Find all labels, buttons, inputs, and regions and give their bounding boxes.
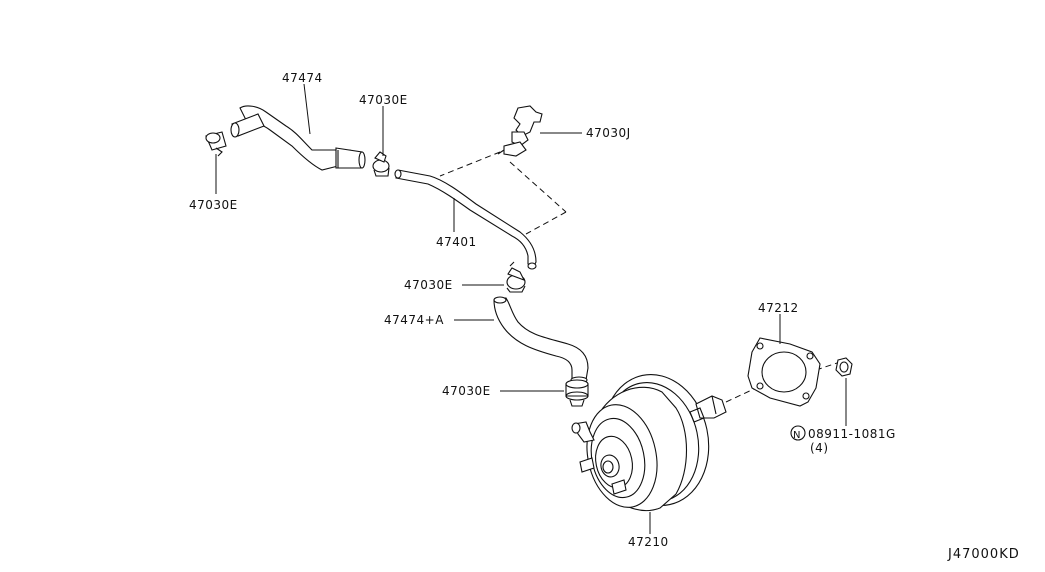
reference-lines [439, 151, 841, 403]
label-47210: 47210 [628, 535, 669, 549]
clamp-left-47030E[interactable] [205, 131, 227, 157]
label-47030E-lower: 47030E [442, 384, 491, 398]
brake-booster-47210[interactable] [571, 365, 727, 516]
nut-symbol: N [793, 430, 801, 441]
label-47030E-left: 47030E [189, 198, 238, 212]
diagram-code: J47000KD [947, 547, 1020, 562]
label-47474A: 47474+A [384, 313, 444, 327]
clamp-lower-47030E[interactable] [565, 379, 589, 407]
label-nut-qty: (4) [810, 441, 829, 455]
clip-47030J[interactable] [497, 105, 543, 157]
gasket-47212[interactable] [747, 337, 821, 407]
upper-hose-47474[interactable] [230, 105, 366, 171]
mid-hose-47401[interactable] [394, 169, 537, 270]
label-47030E-top: 47030E [359, 93, 408, 107]
label-47030E-mid: 47030E [404, 278, 453, 292]
lower-hose-47474A[interactable] [493, 296, 589, 384]
label-47212: 47212 [758, 301, 799, 315]
clamp-mid-47030E[interactable] [506, 261, 526, 293]
label-08911-1081G: 08911-1081G [808, 427, 896, 441]
nut-08911-1081G[interactable] [835, 357, 853, 377]
nut-symbol-circle [790, 425, 806, 441]
label-47401: 47401 [436, 235, 477, 249]
label-47030J: 47030J [586, 126, 631, 140]
label-47474: 47474 [282, 71, 323, 85]
clamp-top-47030E[interactable] [372, 151, 390, 177]
